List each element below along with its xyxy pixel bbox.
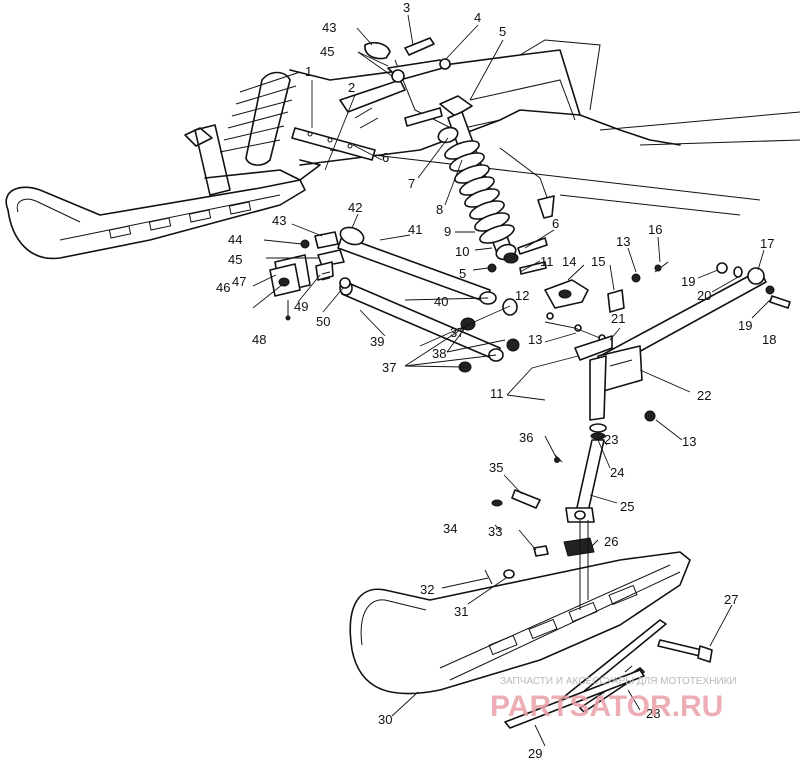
watermark-caption: ЗАПЧАСТИ И АКСЕССУАРЫ ДЛЯ МОТОТЕХНИКИ: [500, 676, 737, 687]
callout-33: 33: [488, 524, 502, 539]
part-1-plate: [291, 127, 376, 161]
callout-41: 41: [408, 222, 422, 237]
callout-45b: 45: [228, 252, 242, 267]
callout-19: 19: [681, 274, 695, 289]
callout-39: 39: [370, 334, 384, 349]
callout-43: 43: [322, 20, 336, 35]
shock-mount-hardware: [404, 107, 555, 273]
watermark: ЗАПЧАСТИ И АКСЕССУАРЫ ДЛЯ МОТОТЕХНИКИ PA…: [490, 676, 737, 723]
callout-28: 28: [646, 706, 660, 721]
callout-11b: 11: [490, 386, 504, 401]
callout-35: 35: [489, 460, 503, 475]
callout-48: 48: [252, 332, 266, 347]
callout-37b: 37: [382, 360, 396, 375]
ski-hardware: [484, 454, 563, 585]
callout-9: 9: [444, 224, 451, 239]
callout-18: 18: [762, 332, 776, 347]
callout-7: 7: [408, 176, 415, 191]
callout-15: 15: [591, 254, 605, 269]
callout-42: 42: [348, 200, 362, 215]
callout-20: 20: [697, 288, 711, 303]
callout-12: 12: [515, 288, 529, 303]
callout-26: 26: [604, 534, 618, 549]
callout-13b: 13: [528, 332, 542, 347]
callout-13: 13: [616, 234, 630, 249]
part-29-skag: [504, 669, 645, 729]
callout-19b: 19: [738, 318, 752, 333]
watermark-logo: PARTSATOR.RU: [490, 690, 723, 723]
callout-49: 49: [294, 299, 308, 314]
callout-43b: 43: [272, 213, 286, 228]
shock-coil-spring: [444, 140, 515, 244]
callout-34: 34: [443, 521, 457, 536]
callout-21: 21: [611, 311, 625, 326]
callout-numbers: 1 2 3 4 5 6 7 8 9 10 5 6 11 14 15 13 16 …: [216, 0, 776, 761]
part-27-bolt: [657, 639, 713, 663]
callout-2: 2: [348, 80, 355, 95]
callout-50: 50: [316, 314, 330, 329]
callout-6: 6: [382, 150, 389, 165]
callout-8: 8: [436, 202, 443, 217]
background-shock-assembly: [184, 71, 301, 196]
callout-16: 16: [648, 222, 662, 237]
callout-6b: 6: [552, 216, 559, 231]
part-30-ski: [349, 520, 691, 695]
callout-1: 1: [305, 64, 312, 79]
callout-37: 37: [450, 325, 464, 340]
callout-5: 5: [499, 24, 506, 39]
callout-5b: 5: [459, 266, 466, 281]
part-41-upper-control-arm: [337, 226, 497, 305]
callout-3: 3: [403, 0, 410, 15]
callout-40: 40: [434, 294, 448, 309]
callout-14: 14: [562, 254, 576, 269]
callout-17: 17: [760, 236, 774, 251]
callout-45: 45: [320, 44, 334, 59]
upper-pivot-arm: [339, 37, 451, 129]
frame-bulkhead: [289, 39, 800, 216]
callout-32: 32: [420, 582, 434, 597]
callout-31: 31: [454, 604, 468, 619]
part-8-shock-absorber: [437, 95, 519, 264]
callout-22: 22: [697, 388, 711, 403]
left-bracket-hardware: [269, 231, 351, 321]
callout-29: 29: [528, 746, 542, 761]
callout-44: 44: [228, 232, 242, 247]
callout-38: 38: [432, 346, 446, 361]
callout-10: 10: [455, 244, 469, 259]
part-25-spindle: [565, 335, 656, 523]
background-ski: [5, 179, 306, 260]
callout-46: 46: [216, 280, 230, 295]
callout-27: 27: [724, 592, 738, 607]
callout-36: 36: [519, 430, 533, 445]
callout-47: 47: [232, 274, 246, 289]
part-26-ski-saddle: [563, 537, 595, 557]
callout-13c: 13: [682, 434, 696, 449]
callout-4: 4: [474, 10, 481, 25]
callout-24: 24: [610, 465, 624, 480]
callout-11: 11: [540, 254, 554, 269]
leader-lines: [252, 14, 771, 747]
callout-30: 30: [378, 712, 392, 727]
steering-arm-hardware: [519, 261, 669, 342]
callout-23: 23: [604, 432, 618, 447]
callout-25: 25: [620, 499, 634, 514]
